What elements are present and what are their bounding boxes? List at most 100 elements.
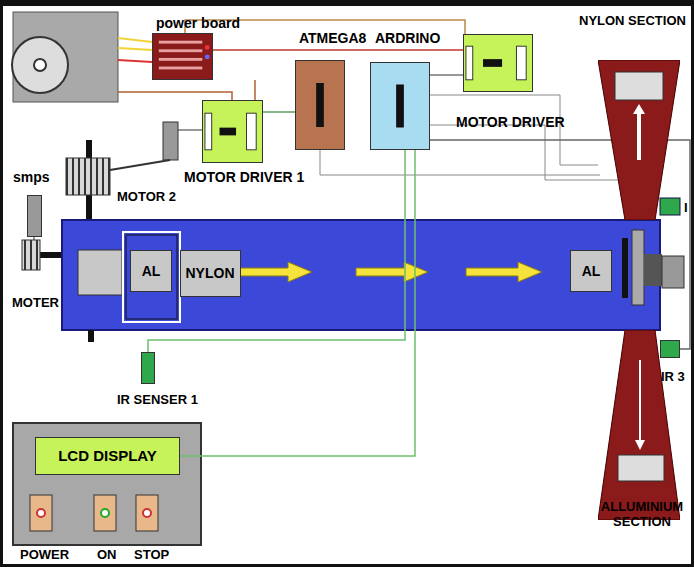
wire bbox=[118, 20, 620, 180]
conveyor-roller bbox=[88, 330, 94, 342]
sorter-mechanism bbox=[662, 256, 684, 288]
arduino-board-shape bbox=[396, 85, 404, 128]
microcontroller: ATMEGA8 bbox=[295, 60, 345, 150]
lcd-display: LCD DISPLAY bbox=[35, 437, 180, 475]
wire bbox=[180, 150, 415, 456]
aluminium-bin-shape bbox=[598, 330, 680, 520]
wire-line bbox=[180, 150, 415, 456]
nylon-bin-shape bbox=[598, 60, 680, 220]
part-label: IR 3 bbox=[661, 370, 685, 385]
aluminium-bin-shape bbox=[635, 360, 645, 450]
wire bbox=[320, 150, 600, 175]
box-label: LCD DISPLAY bbox=[58, 447, 157, 464]
gearbox bbox=[66, 140, 110, 220]
sorter-mechanism bbox=[632, 230, 644, 305]
part-label: ON bbox=[97, 548, 117, 563]
drive-motor-unit bbox=[12, 37, 68, 93]
ir-sensor: IR SENSER 1 bbox=[141, 352, 155, 384]
ir-sensor: IR 3 bbox=[660, 340, 680, 358]
sample-frame bbox=[123, 232, 180, 322]
nylon-bin: NYLON SECTION bbox=[598, 60, 680, 220]
part-label: ARDRINO bbox=[375, 30, 440, 46]
motor-driver-shape bbox=[220, 128, 237, 136]
aluminium-sample: AL bbox=[570, 250, 612, 292]
flow-arrow bbox=[236, 262, 312, 282]
wire bbox=[178, 129, 202, 131]
part-label: ATMEGA8 bbox=[299, 30, 366, 46]
power-board-shape bbox=[205, 55, 210, 60]
part-label: MOTOR DRIVER 1 bbox=[184, 169, 304, 185]
control-panel bbox=[37, 509, 45, 517]
box-label: NYLON bbox=[186, 265, 235, 281]
sorter-mechanism bbox=[644, 254, 662, 286]
aluminium-bin: ALLUMINIUM SECTION bbox=[598, 330, 680, 520]
smps-unit: smps bbox=[27, 195, 42, 237]
power-board-shape bbox=[159, 41, 203, 44]
wire bbox=[430, 125, 620, 180]
control-panel bbox=[94, 495, 116, 531]
part-label: STOP bbox=[134, 548, 169, 563]
motor-driver-shape bbox=[247, 113, 257, 150]
drive-motor-unit bbox=[34, 59, 46, 71]
motor-2-body bbox=[110, 160, 170, 170]
part-label: ALLUMINIUM SECTION bbox=[592, 500, 692, 530]
motor-driver: MOTOR DRIVER 1 bbox=[202, 100, 263, 163]
part-label: MOTER bbox=[12, 296, 59, 311]
wire-line bbox=[430, 74, 463, 76]
part-label: MOTOR 2 bbox=[117, 190, 176, 205]
microcontroller-shape bbox=[316, 83, 324, 127]
nylon-bin-shape bbox=[598, 60, 680, 220]
wire bbox=[430, 75, 463, 76]
aluminium-bin-shape bbox=[618, 455, 664, 481]
box-label: AL bbox=[142, 263, 161, 279]
part-label: POWER bbox=[20, 548, 69, 563]
gearbox bbox=[66, 158, 110, 195]
wire-line bbox=[213, 49, 463, 51]
nylon-bin-shape bbox=[615, 72, 663, 100]
power-board-shape bbox=[153, 34, 212, 79]
aluminium-sample: AL bbox=[130, 250, 172, 292]
drive-motor-unit bbox=[12, 12, 118, 102]
motor-gear bbox=[34, 237, 35, 240]
power-board-shape bbox=[159, 58, 203, 61]
power-board-shape bbox=[159, 49, 203, 52]
conveyor-belt bbox=[62, 220, 660, 330]
motor-driver-shape bbox=[205, 113, 212, 150]
control-panel bbox=[30, 495, 52, 531]
part-label: IR SENSER 1 bbox=[117, 393, 198, 408]
conveyor-roller bbox=[78, 250, 122, 295]
motor-driver-shape bbox=[516, 46, 526, 80]
microcontroller-shape bbox=[296, 61, 344, 149]
ir-sensor bbox=[660, 198, 680, 215]
motor-gear bbox=[22, 240, 40, 270]
ir-sensor bbox=[660, 198, 680, 215]
wire bbox=[254, 80, 256, 100]
motor-2-body bbox=[110, 122, 178, 170]
wire bbox=[118, 48, 152, 50]
wire bbox=[118, 92, 232, 100]
wire-line bbox=[148, 150, 405, 352]
control-panel bbox=[13, 423, 201, 545]
power-board-shape bbox=[205, 45, 210, 50]
motor-driver-shape bbox=[464, 35, 532, 91]
flow-arrow bbox=[236, 262, 542, 282]
part-label: NYLON SECTION bbox=[579, 14, 686, 29]
part-label: I bbox=[684, 201, 688, 216]
wire bbox=[263, 112, 295, 113]
motor-driver: MOTOR DRIVER bbox=[463, 34, 533, 92]
flow-arrow bbox=[356, 262, 428, 282]
control-panel bbox=[143, 509, 151, 517]
part-label: power board bbox=[156, 15, 240, 31]
arduino-board-shape bbox=[371, 63, 429, 149]
wire bbox=[148, 150, 405, 352]
aluminium-bin-shape bbox=[598, 330, 680, 520]
motor-driver-shape bbox=[466, 46, 473, 80]
control-panel bbox=[101, 509, 109, 517]
wire-line bbox=[263, 111, 295, 113]
sample-frame bbox=[126, 235, 177, 319]
sorter-mechanism bbox=[622, 230, 684, 305]
arduino-board: ARDRINO bbox=[370, 62, 430, 150]
motor-driver-shape bbox=[203, 101, 262, 162]
sample-frame bbox=[123, 232, 180, 322]
